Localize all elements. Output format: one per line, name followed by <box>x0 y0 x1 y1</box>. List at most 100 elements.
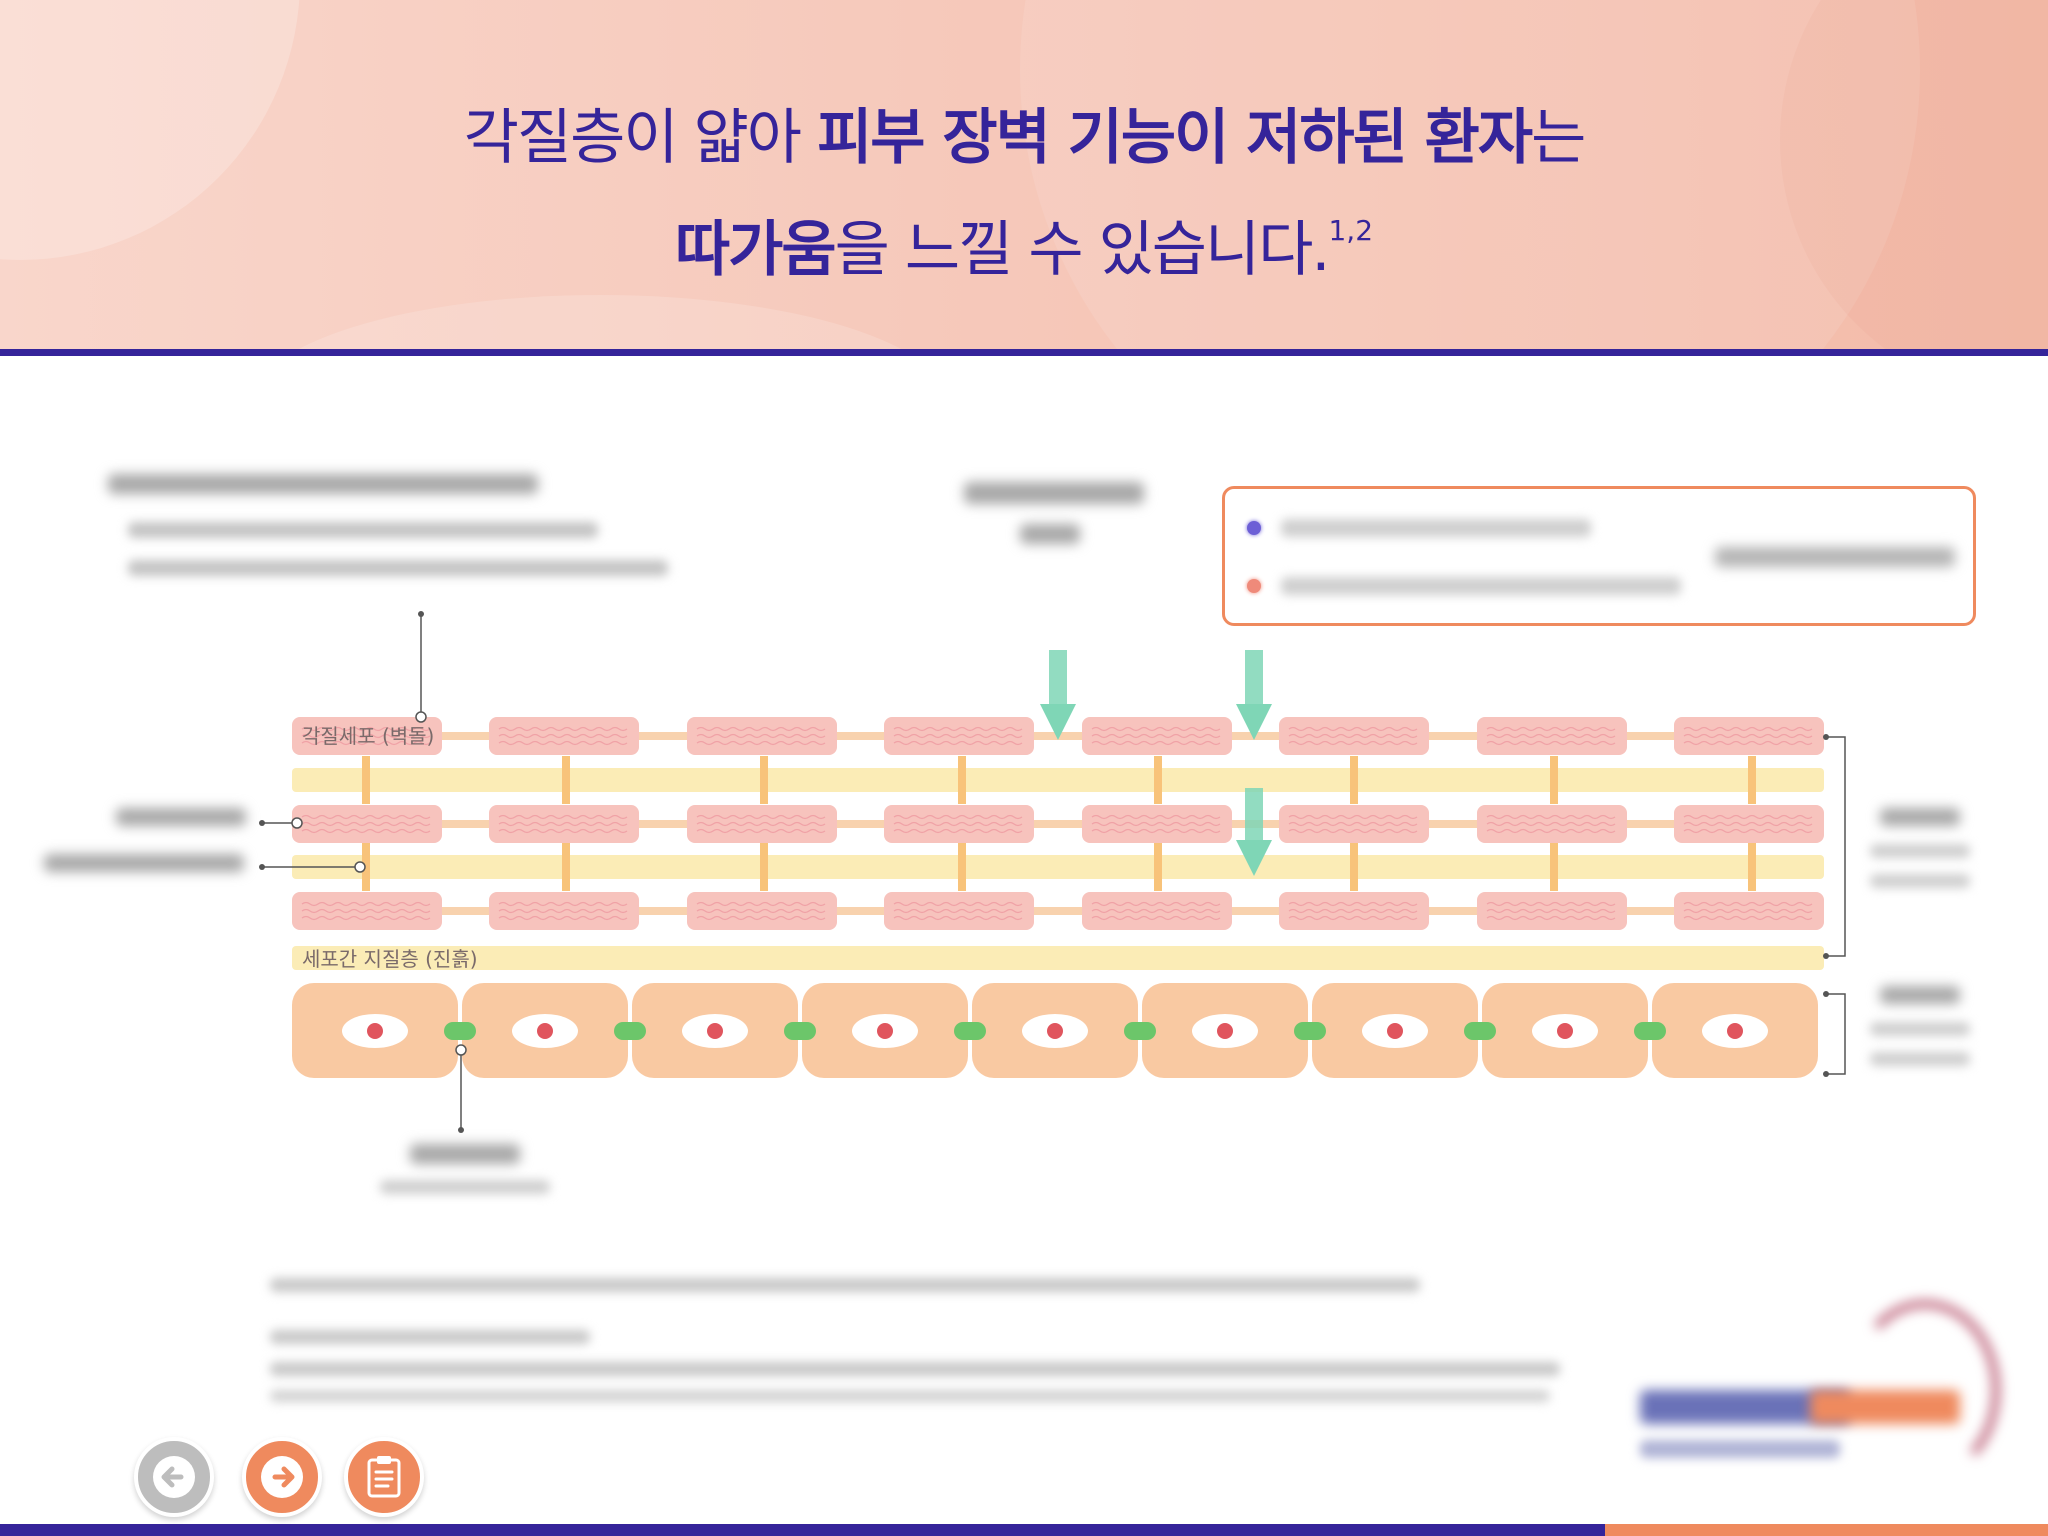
nucleus <box>707 1023 723 1039</box>
legend-blurred-text <box>1281 519 1591 537</box>
brick-texture <box>696 908 826 914</box>
brick-texture <box>301 733 431 739</box>
connector <box>1550 756 1558 804</box>
brick-texture <box>1288 726 1418 732</box>
living-layer-bracket <box>1826 993 1846 1075</box>
arrow-left-icon <box>153 1456 195 1498</box>
brick-texture <box>498 740 628 746</box>
brick-texture <box>696 915 826 921</box>
callout-dot <box>458 1127 464 1133</box>
brick-texture <box>1288 828 1418 834</box>
callout-dot <box>1823 1071 1829 1077</box>
brick-texture <box>301 740 431 746</box>
blurred-logo <box>1630 1300 2010 1500</box>
irritant-arrow <box>1236 788 1272 876</box>
brick-texture <box>498 901 628 907</box>
arrow-head <box>1040 704 1076 740</box>
brick-texture <box>498 908 628 914</box>
brick-texture <box>1091 821 1221 827</box>
footnote-ref: 1,2 <box>1328 214 1374 247</box>
brick-texture <box>696 726 826 732</box>
cell-junction <box>1464 1022 1496 1040</box>
callout-dot <box>415 711 427 723</box>
connector <box>760 843 768 891</box>
legend-dot-red <box>1247 579 1261 593</box>
nucleus <box>1557 1023 1573 1039</box>
callout-dot <box>418 611 424 617</box>
brick-texture <box>1683 821 1813 827</box>
brick-texture <box>1288 901 1418 907</box>
connector <box>562 843 570 891</box>
title-seg: 각질층이 얇아 <box>463 103 818 173</box>
brick-texture <box>301 726 431 732</box>
reference-button[interactable] <box>344 1437 424 1517</box>
legend-blurred-text <box>1715 547 1955 567</box>
title-seg-bold: 피부 장벽 기능이 저하된 환자 <box>817 103 1533 173</box>
corneocyte-label: 각질세포 (벽돌) <box>302 724 434 748</box>
brick-texture <box>498 733 628 739</box>
intercellular-lipid-label: 세포간 지질층 (진흙) <box>302 947 478 971</box>
next-button[interactable] <box>242 1437 322 1517</box>
arrow-shaft <box>1049 650 1067 706</box>
clipboard-icon <box>367 1456 401 1498</box>
brick-texture <box>1683 915 1813 921</box>
title-seg: 는 <box>1531 103 1586 173</box>
callout-dot <box>259 864 265 870</box>
header-rule <box>0 349 2048 356</box>
brick-texture <box>696 814 826 820</box>
brick-texture <box>1683 740 1813 746</box>
connector <box>362 843 370 891</box>
brick-texture <box>1288 821 1418 827</box>
legend-box <box>1222 486 1976 626</box>
connector <box>760 756 768 804</box>
brick-texture <box>1486 814 1616 820</box>
footer-bar-primary <box>0 1524 1605 1536</box>
callout-dot <box>354 861 366 873</box>
callout-dot <box>1823 953 1829 959</box>
callout-dot <box>259 820 265 826</box>
brick-texture <box>301 908 431 914</box>
brick-texture <box>893 828 1023 834</box>
legend-dot-blue <box>1247 521 1261 535</box>
intercellular-lipid-layer <box>292 946 1824 970</box>
brick-texture <box>696 740 826 746</box>
title-seg: 을 느낄 수 있습니다. <box>834 215 1331 285</box>
brick-texture <box>1091 726 1221 732</box>
connector <box>1154 843 1162 891</box>
title-line-2: 따가움을 느낄 수 있습니다.1,2 <box>0 194 2048 306</box>
brick-texture <box>696 733 826 739</box>
callout-dot <box>1823 991 1829 997</box>
callout-dot <box>291 817 303 829</box>
brick-texture <box>893 908 1023 914</box>
brick-texture <box>893 733 1023 739</box>
header-banner: 각질층이 얇아 피부 장벽 기능이 저하된 환자는 따가움을 느낄 수 있습니다… <box>0 0 2048 350</box>
arrow-head <box>1236 840 1272 876</box>
connector <box>958 843 966 891</box>
title-seg-bold: 따가움 <box>674 215 837 285</box>
cell-junction <box>1294 1022 1326 1040</box>
brick-row-strand <box>292 907 1824 915</box>
brick-texture <box>1486 915 1616 921</box>
brick-texture <box>893 901 1023 907</box>
brick-texture <box>1683 733 1813 739</box>
brick-texture <box>1288 908 1418 914</box>
brick-texture <box>1486 733 1616 739</box>
blurred-annotation-right <box>1860 796 1980 1096</box>
brick-texture <box>301 915 431 921</box>
legend-blurred-text <box>1281 577 1681 595</box>
brick-texture <box>1091 733 1221 739</box>
brick-texture <box>498 821 628 827</box>
arrow-shaft <box>1245 788 1263 842</box>
irritant-arrow <box>1040 650 1076 740</box>
prev-button[interactable] <box>134 1437 214 1517</box>
arrow-head <box>1236 704 1272 740</box>
nucleus <box>1217 1023 1233 1039</box>
lipid-band <box>292 855 1824 879</box>
brick-texture <box>1486 908 1616 914</box>
brick-texture <box>1683 814 1813 820</box>
brick-texture <box>1288 814 1418 820</box>
callout-dot <box>455 1044 467 1056</box>
connector <box>1550 843 1558 891</box>
brick-texture <box>1683 901 1813 907</box>
